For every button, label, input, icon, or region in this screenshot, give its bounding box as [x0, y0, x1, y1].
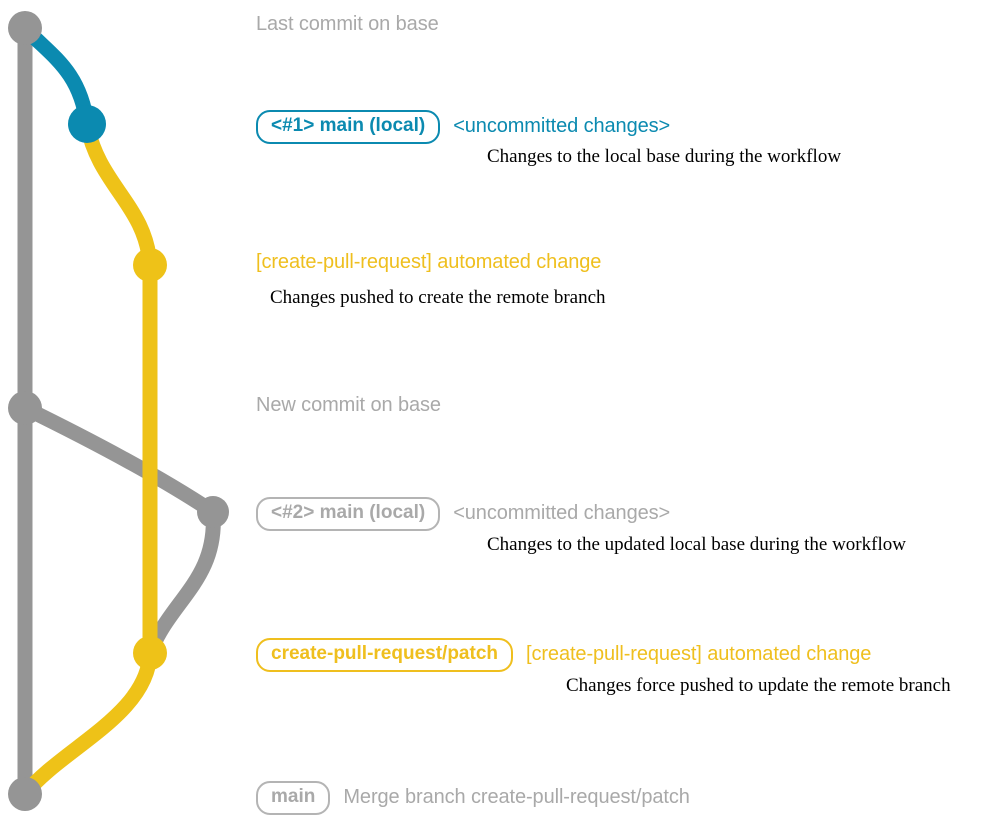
commit-subject: <uncommitted changes>	[453, 502, 671, 525]
ref-badge-create-pull-request-patch[interactable]: create-pull-request/patch	[256, 638, 513, 672]
ref-badge-local-main-1[interactable]: <#1> main (local)	[256, 110, 441, 144]
commit-body-local-main-1: Changes to the local base during the wor…	[487, 146, 842, 167]
ref-badge-local-main-2[interactable]: <#2> main (local)	[256, 497, 441, 531]
commit-subject: [create-pull-request] automated change	[256, 251, 602, 273]
commit-subject: Merge branch create-pull-request/patch	[343, 786, 690, 809]
commit-subject: <uncommitted changes>	[453, 115, 671, 138]
ref-badge-main[interactable]: main	[256, 781, 331, 815]
commit-row-local-main-1: <#1> main (local) <uncommitted changes>	[256, 110, 670, 144]
commit-row-local-main-2: <#2> main (local) <uncommitted changes>	[256, 497, 670, 531]
commit-subject: [create-pull-request] automated change	[526, 643, 872, 666]
commit-row-last-commit-on-base: Last commit on base	[256, 13, 439, 36]
commit-body-automated-change-2: Changes force pushed to update the remot…	[566, 675, 951, 696]
commit-row-automated-change-2: create-pull-request/patch [create-pull-r…	[256, 638, 871, 672]
commit-body-automated-change-1: Changes pushed to create the remote bran…	[270, 287, 606, 308]
commit-subject: New commit on base	[256, 394, 441, 416]
commit-subject: Last commit on base	[256, 13, 439, 35]
commit-row-new-commit-on-base: New commit on base	[256, 394, 441, 417]
commit-body-local-main-2: Changes to the updated local base during…	[487, 534, 906, 555]
commit-row-automated-change-1: [create-pull-request] automated change	[256, 251, 601, 274]
commit-row-merge-commit: main Merge branch create-pull-request/pa…	[256, 781, 690, 815]
